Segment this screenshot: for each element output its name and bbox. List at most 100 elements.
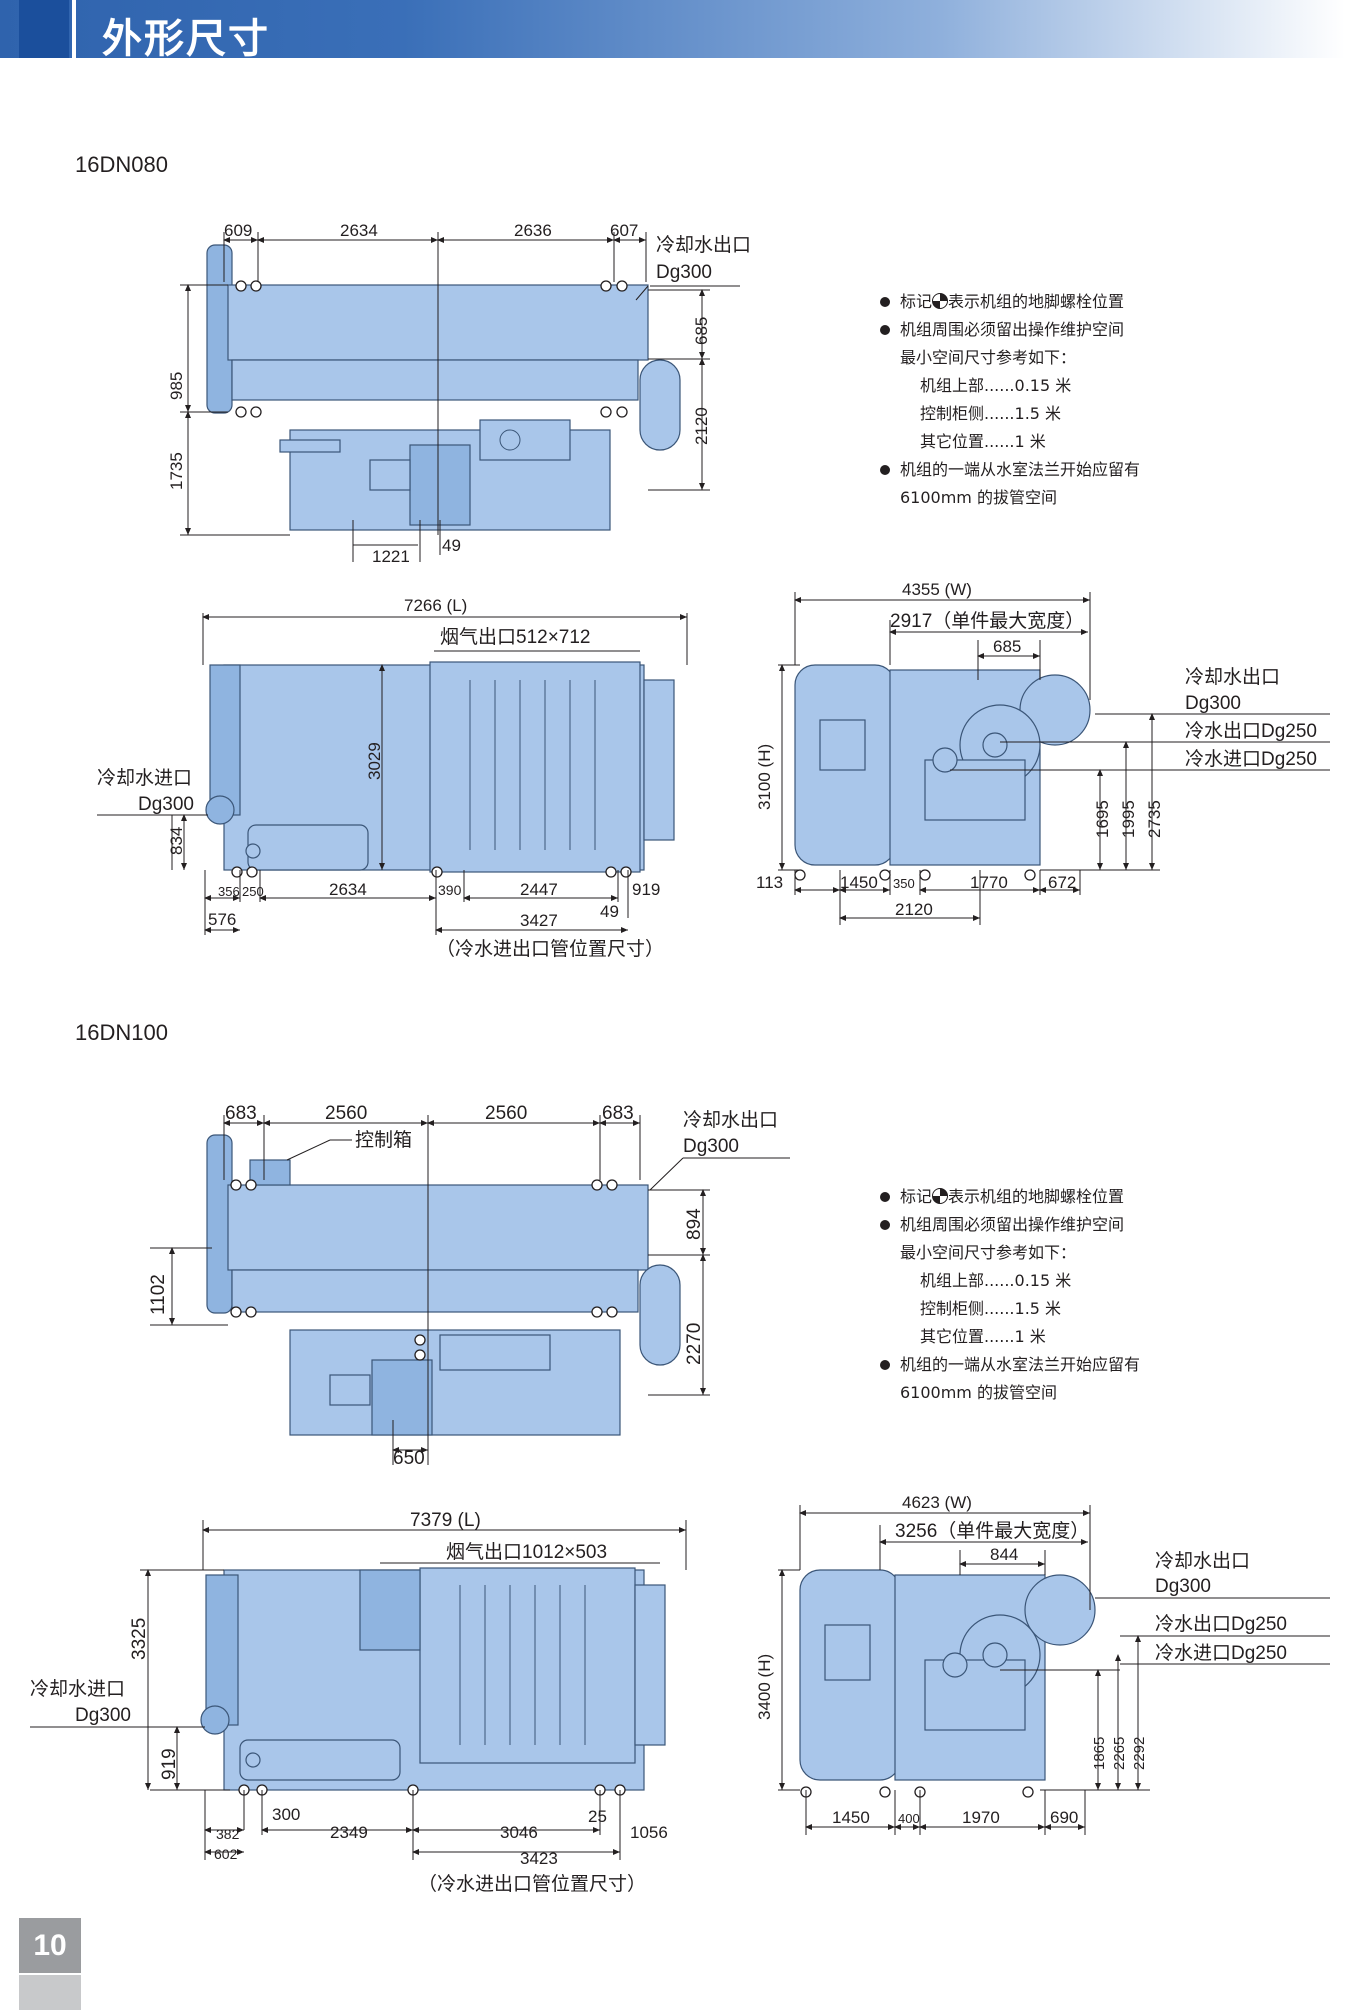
m2-side-dg300: Dg300 (1155, 1576, 1211, 1597)
dim-919: 919 (632, 880, 660, 899)
dim-2120: 2120 (692, 407, 711, 445)
dim-834: 834 (167, 827, 186, 855)
m1-side-view: 4355 (W) 2917（单件最大宽度） 685 3100 (H) 冷却水出口… (755, 580, 1330, 925)
dim-1695: 1695 (1093, 800, 1112, 838)
m1-top-view: 609 2634 2636 607 冷却水出口 Dg300 685 2120 9… (167, 221, 751, 566)
m2-cw-out-size: Dg300 (683, 1136, 739, 1157)
note-clearance: 机组周围必须留出操作维护空间 (878, 1211, 1140, 1239)
dim-400: 400 (898, 1811, 920, 1826)
dim-1450-m2: 1450 (832, 1808, 870, 1827)
note-clear-other: 其它位置......1 米 (920, 432, 1046, 451)
note-tube-pull-2: 6100mm 的拔管空间 (900, 1383, 1057, 1402)
dim-844: 844 (990, 1545, 1018, 1564)
dim-683: 683 (225, 1103, 257, 1124)
dim-2735: 2735 (1145, 800, 1164, 838)
dim-382: 382 (216, 1826, 240, 1842)
m2-side-bolts (800, 1786, 1034, 1798)
dim-1056: 1056 (630, 1823, 668, 1842)
dim-1735: 1735 (167, 452, 186, 490)
note-tube-pull: 机组的一端从水室法兰开始应留有 (878, 1351, 1140, 1379)
dim-1221: 1221 (372, 547, 410, 566)
dim-1865: 1865 (1091, 1737, 1108, 1770)
dim-390: 390 (438, 882, 462, 898)
note-clear-other: 其它位置......1 米 (920, 1327, 1046, 1346)
note-bolt: 标记表示机组的地脚螺栓位置 (878, 1183, 1140, 1211)
m1-cw-in-label: 冷却水进口 (97, 767, 192, 789)
dim-1102: 1102 (148, 1274, 169, 1315)
m2-pipe-note: （冷水进出口管位置尺寸） (418, 1873, 646, 1895)
m2-side-chw-out: 冷水出口Dg250 (1155, 1613, 1287, 1635)
m1-side-dg300: Dg300 (1185, 693, 1241, 714)
note-clearance-2: 最小空间尺寸参考如下： (900, 348, 1077, 367)
m1-cw-out-label: 冷却水出口 (656, 234, 751, 256)
page-number-footer-bar (19, 1975, 81, 2010)
m2-length: 7379 (L) (410, 1510, 481, 1531)
dim-690: 690 (1050, 1808, 1078, 1827)
dim-685: 685 (692, 317, 711, 345)
dim-3423: 3423 (520, 1849, 558, 1868)
note-clearance: 机组周围必须留出操作维护空间 (878, 316, 1140, 344)
dim-2560-b: 2560 (485, 1103, 527, 1124)
m2-front-view: 7379 (L) 烟气出口1012×503 3325 冷却水进口 Dg300 9… (30, 1510, 687, 1895)
note-clear-panel: 控制柜侧......1.5 米 (920, 404, 1062, 423)
dim-3029: 3029 (365, 742, 384, 780)
dim-650: 650 (393, 1448, 425, 1469)
dim-607: 607 (610, 221, 638, 240)
dim-2560-a: 2560 (325, 1103, 367, 1124)
m2-top-bolts (230, 1179, 618, 1361)
m1-width: 4355 (W) (902, 580, 972, 599)
notes-block-2: 标记表示机组的地脚螺栓位置 机组周围必须留出操作维护空间 最小空间尺寸参考如下：… (878, 1183, 1140, 1407)
dim-350: 350 (893, 876, 915, 891)
header-separator (72, 0, 76, 58)
m2-cw-out-label: 冷却水出口 (683, 1109, 778, 1131)
m1-pipe-note: （冷水进出口管位置尺寸） (436, 938, 664, 960)
note-clear-panel: 控制柜侧......1.5 米 (920, 1299, 1062, 1318)
header-accent-block (19, 0, 69, 58)
note-tube-pull-2: 6100mm 的拔管空间 (900, 488, 1057, 507)
model-name-2: 16DN100 (75, 1020, 168, 1045)
m2-cw-in-label: 冷却水进口 (30, 1678, 125, 1700)
dim-2636: 2636 (514, 221, 552, 240)
m2-side-chw-in: 冷水进口Dg250 (1155, 1642, 1287, 1664)
dim-3325: 3325 (129, 1618, 150, 1660)
m1-side-bolts (794, 869, 1036, 881)
dim-1450: 1450 (840, 873, 878, 892)
note-tube-pull: 机组的一端从水室法兰开始应留有 (878, 456, 1140, 484)
dim-683-b: 683 (602, 1103, 634, 1124)
m1-max-width: 2917（单件最大宽度） (890, 610, 1084, 632)
m2-max-width: 3256（单件最大宽度） (895, 1520, 1089, 1542)
m1-side-chw-in: 冷水进口Dg250 (1185, 748, 1317, 770)
dim-1970: 1970 (962, 1808, 1000, 1827)
dim-2292: 2292 (1131, 1737, 1148, 1770)
note-clear-top: 机组上部......0.15 米 (920, 1271, 1072, 1290)
note-bolt: 标记表示机组的地脚螺栓位置 (878, 288, 1140, 316)
dim-894: 894 (684, 1208, 705, 1240)
m1-front-view: 7266 (L) 烟气出口512×712 3029 冷却水进口 Dg300 83… (97, 596, 688, 960)
dim-985: 985 (167, 372, 186, 400)
dim-3427: 3427 (520, 911, 558, 930)
dim-672: 672 (1048, 873, 1076, 892)
dim-685-side: 685 (993, 637, 1021, 656)
dim-1770: 1770 (970, 873, 1008, 892)
page-title: 外形尺寸 (102, 16, 270, 62)
dim-919-m2: 919 (159, 1748, 180, 1780)
dim-2349: 2349 (330, 1823, 368, 1842)
model-name-1: 16DN080 (75, 152, 168, 177)
m2-height: 3400 (H) (755, 1654, 774, 1720)
dim-2634-front: 2634 (329, 880, 367, 899)
dim-2447: 2447 (520, 880, 558, 899)
m1-height: 3100 (H) (755, 744, 774, 810)
m1-side-cw-out: 冷却水出口 (1185, 666, 1280, 688)
dim-300: 300 (272, 1805, 300, 1824)
m1-cw-in-size: Dg300 (138, 794, 194, 815)
dim-356: 356 (218, 884, 240, 899)
m1-front-bolts (231, 866, 632, 878)
dim-250: 250 (242, 884, 264, 899)
dim-49-front: 49 (600, 902, 619, 921)
page-header: 外形尺寸 (0, 0, 1345, 62)
dim-2634: 2634 (340, 221, 378, 240)
dim-1995: 1995 (1119, 800, 1138, 838)
dim-113: 113 (756, 873, 783, 892)
m1-side-chw-out: 冷水出口Dg250 (1185, 720, 1317, 742)
dim-25: 25 (588, 1807, 607, 1826)
